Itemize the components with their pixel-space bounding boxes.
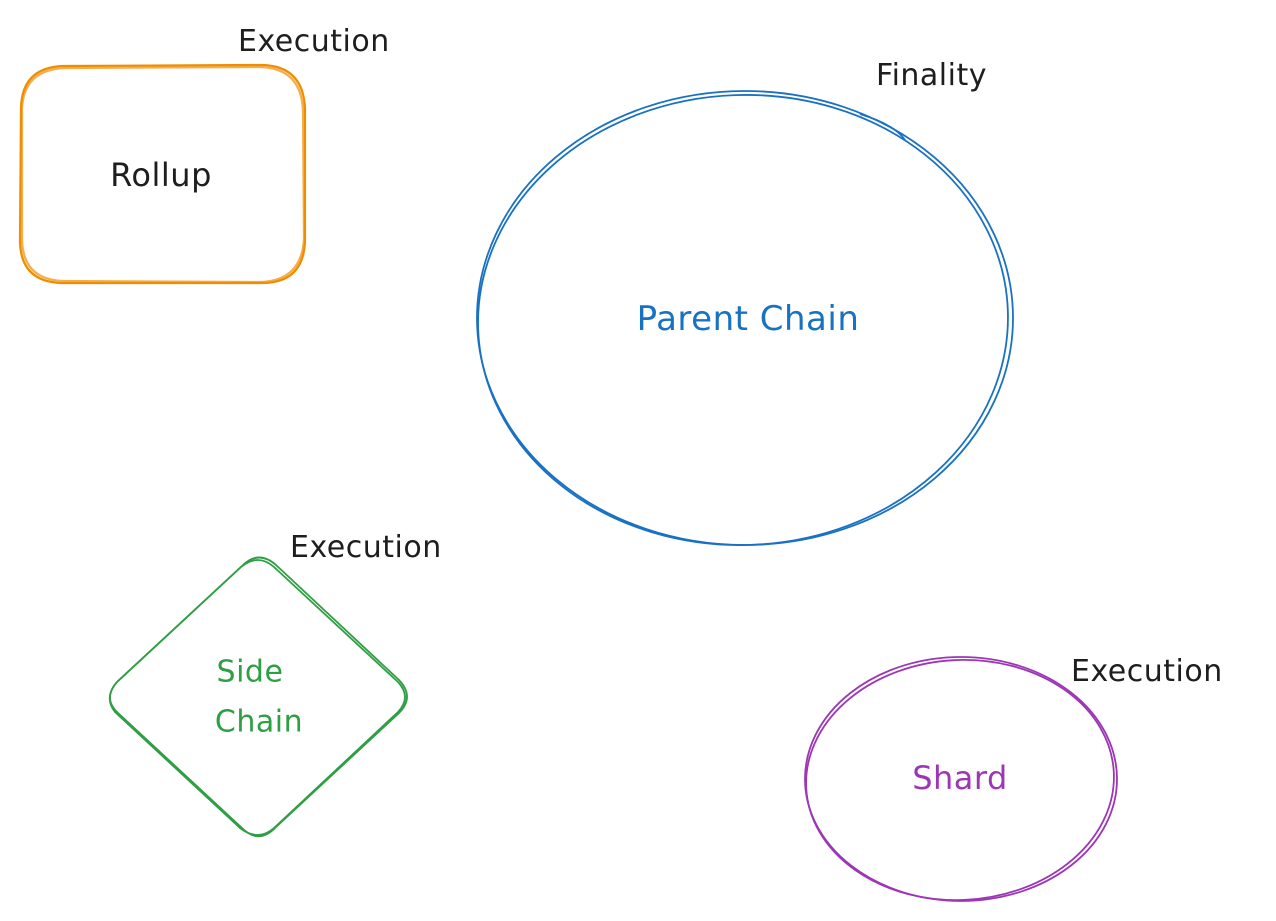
parent-chain-shape[interactable] [470,86,1015,554]
side-chain-annotation: Execution [290,530,442,565]
shard-shape[interactable] [800,652,1120,908]
shard-annotation: Execution [1071,654,1223,689]
side-chain-label-line2: Chain [214,704,304,740]
rollup-shape[interactable] [18,63,307,285]
side-chain-shape[interactable] [108,556,408,838]
side-chain-label-line1: Side [216,654,284,690]
rollup-annotation: Execution [238,24,390,59]
parent-chain-annotation: Finality [876,58,987,93]
shard-label: Shard [912,759,1008,797]
parent-chain-label: Parent Chain [636,299,860,339]
rollup-label: Rollup [110,156,212,194]
